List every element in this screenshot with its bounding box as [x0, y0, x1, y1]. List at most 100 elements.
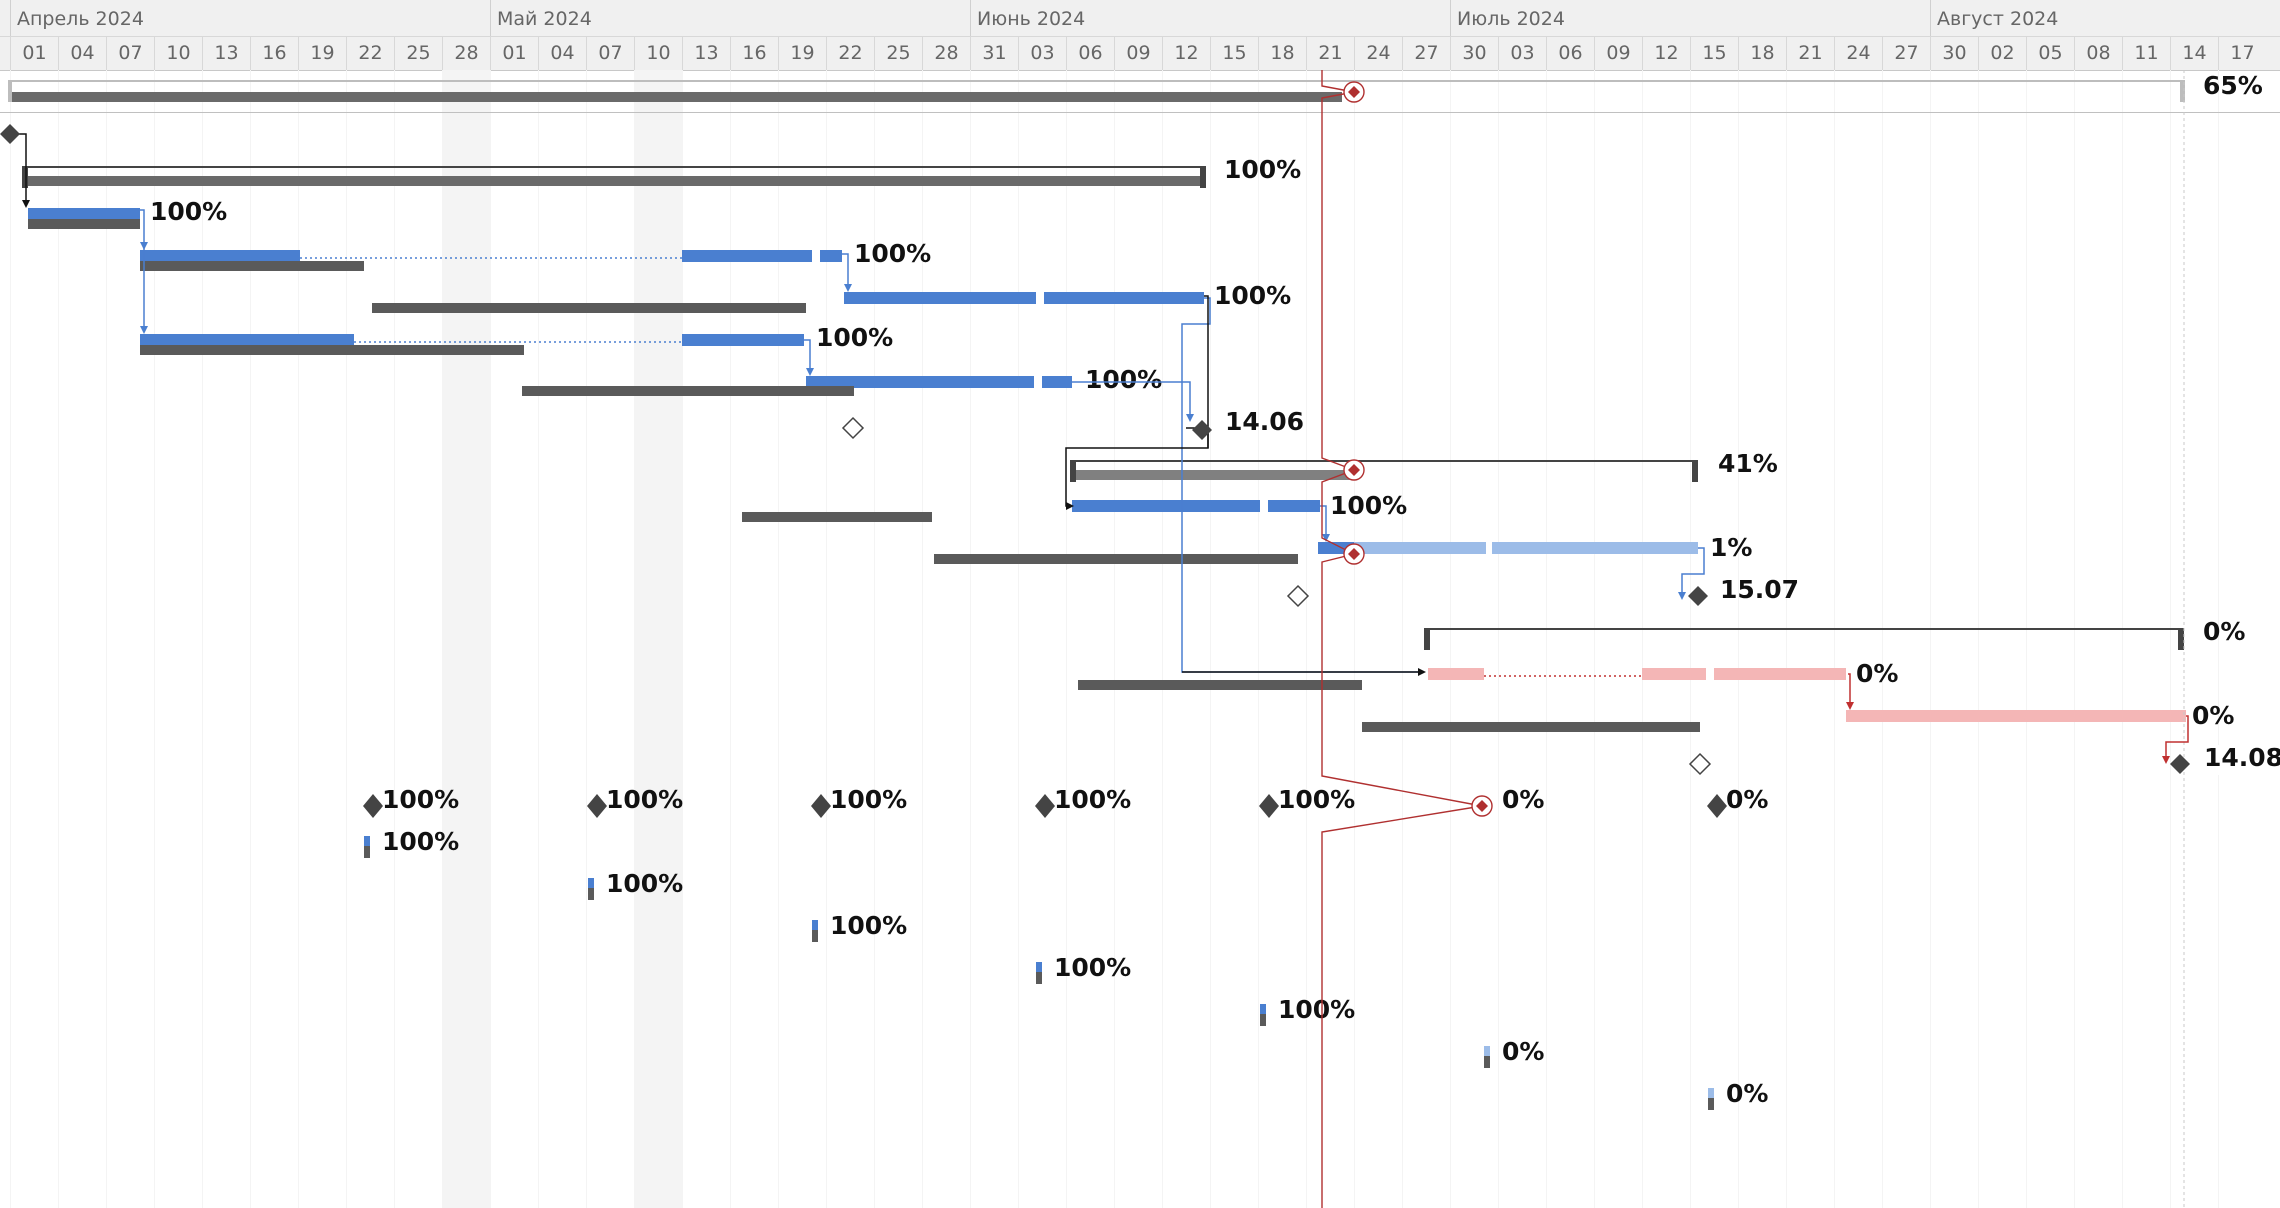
rec-7-baseline: [1708, 1098, 1714, 1110]
grid-line: [202, 70, 203, 1208]
task-10-baseline: [934, 554, 1298, 564]
day-header: 01: [490, 37, 538, 70]
milestone-aug-diamond: [2170, 754, 2190, 774]
rec-milestone-3: [811, 794, 831, 818]
rec-4-bar[interactable]: [1036, 962, 1042, 972]
milestones: [0, 124, 2190, 818]
rec-4-baseline: [1036, 972, 1042, 984]
grid-line: [1018, 70, 1019, 1208]
timescale-months: [0, 0, 2280, 37]
grid-line: [154, 70, 155, 1208]
grid-line: [1114, 70, 1115, 1208]
day-header: 03: [1018, 37, 1066, 70]
grid-line: [58, 70, 59, 1208]
grid-line: [298, 70, 299, 1208]
grid-line: [1546, 70, 1547, 1208]
grid-line: [1930, 70, 1931, 1208]
grid-line: [1402, 70, 1403, 1208]
grid-line: [874, 70, 875, 1208]
task-14-baseline: [1362, 722, 1700, 732]
grid-line: [1642, 70, 1643, 1208]
task-3-bar-b[interactable]: [682, 250, 812, 262]
day-header: 25: [874, 37, 922, 70]
summary-3-cap-right: [2178, 628, 2184, 650]
task-2-baseline: [28, 219, 140, 229]
task-4-bar-b[interactable]: [1044, 292, 1204, 304]
link-9-10: [1320, 505, 1330, 542]
rec-summary-1-percent: 100%: [382, 785, 460, 814]
task-9-bar-b[interactable]: [1268, 500, 1320, 512]
task-5-percent: 100%: [816, 323, 894, 352]
day-header: 15: [1210, 37, 1258, 70]
day-header: 30: [1930, 37, 1978, 70]
day-header: 07: [106, 37, 154, 70]
task-13-bar[interactable]: [1428, 668, 1484, 680]
grid-line: [1162, 70, 1163, 1208]
rec-1-bar[interactable]: [364, 836, 370, 846]
baseline-jun-diamond: [841, 416, 865, 440]
month-header: Апрель 2024: [10, 0, 490, 36]
summary-1-progress[interactable]: [28, 176, 1200, 186]
task-4-bar[interactable]: [844, 292, 1036, 304]
milestone-jul-date: 15.07: [1720, 575, 1800, 604]
rec-summary-4-percent: 100%: [1054, 785, 1132, 814]
grid-line: [1978, 70, 1979, 1208]
link-5-6: [804, 339, 814, 376]
task-10-bar-b[interactable]: [1492, 542, 1698, 554]
task-13-bar-c[interactable]: [1714, 668, 1846, 680]
task-14-bar[interactable]: [1846, 710, 2186, 722]
summary-2-progress[interactable]: [1076, 470, 1354, 480]
rec-summary-2-percent: 100%: [606, 785, 684, 814]
task-13-bar-b[interactable]: [1642, 668, 1706, 680]
task-10-bar[interactable]: [1354, 542, 1486, 554]
rec-summary-7-percent: 0%: [1726, 785, 1769, 814]
project-progress-bar[interactable]: [12, 92, 1342, 102]
month-header: Июнь 2024: [970, 0, 1450, 36]
grid-line: [778, 70, 779, 1208]
task-5-bar-b[interactable]: [682, 334, 804, 346]
task-2-bar[interactable]: [28, 208, 140, 220]
day-header: 18: [1738, 37, 1786, 70]
task-6-bar-b[interactable]: [1042, 376, 1072, 388]
rec-5-bar[interactable]: [1260, 1004, 1266, 1014]
task-9-bar[interactable]: [1072, 500, 1260, 512]
grid-line: [1834, 70, 1835, 1208]
day-header: 12: [1642, 37, 1690, 70]
day-header: 02: [1978, 37, 2026, 70]
task-6-bar[interactable]: [806, 376, 1034, 388]
grid-line: [1258, 70, 1259, 1208]
rec-3-bar[interactable]: [812, 920, 818, 930]
task-3-bar[interactable]: [140, 250, 300, 262]
rec-6-bar[interactable]: [1484, 1046, 1490, 1056]
task-9-percent: 100%: [1330, 491, 1408, 520]
rec-7-bar[interactable]: [1708, 1088, 1714, 1098]
status-points: [1348, 86, 1488, 812]
day-header: 28: [442, 37, 490, 70]
link-3-4: [842, 253, 852, 292]
month-header: Май 2024: [490, 0, 970, 36]
rec-2-percent: 100%: [606, 869, 684, 898]
task-5-bar[interactable]: [140, 334, 354, 346]
link-2-3: [140, 209, 148, 250]
task-3-bar-c[interactable]: [820, 250, 842, 262]
nonworking-shade: [442, 70, 490, 1208]
grid-line: [1690, 70, 1691, 1208]
grid-line: [1306, 70, 1307, 1208]
day-header: 10: [154, 37, 202, 70]
rec-2-bar[interactable]: [588, 878, 594, 888]
grid-line: [1498, 70, 1499, 1208]
day-header: 16: [730, 37, 778, 70]
task-2-percent: 100%: [150, 197, 228, 226]
day-header: 09: [1594, 37, 1642, 70]
day-header: 24: [1354, 37, 1402, 70]
task-6-baseline: [522, 386, 854, 396]
grid-line: [346, 70, 347, 1208]
task-13-baseline: [1078, 680, 1362, 690]
day-header: 10: [634, 37, 682, 70]
grid-line: [1066, 70, 1067, 1208]
grid-line: [586, 70, 587, 1208]
day-header: 31: [970, 37, 1018, 70]
rec-4-percent: 100%: [1054, 953, 1132, 982]
rec-summary-5-percent: 100%: [1278, 785, 1356, 814]
